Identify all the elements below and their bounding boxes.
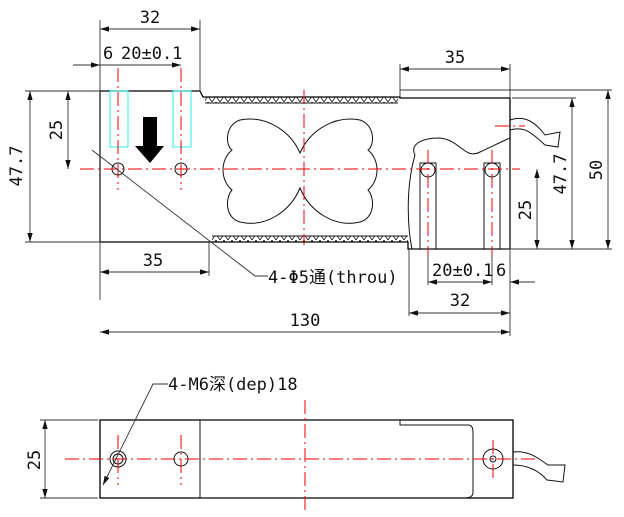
dim-hole-offset: 6 — [103, 44, 113, 64]
dim-right-height: 47.7 — [551, 154, 571, 195]
dim-right-width: 32 — [450, 291, 470, 311]
cable-gland-inner — [489, 455, 497, 463]
bending-beam-cutout — [222, 118, 378, 224]
bottom-view: 4-M6深(dep)18 25 — [25, 375, 566, 510]
dim-top-width: 32 — [140, 8, 160, 28]
dim-right-pitch: 20±0.1 — [432, 261, 493, 281]
knurl-region — [199, 419, 474, 499]
knurl-strip-top — [205, 97, 398, 103]
hidden-thread-2 — [172, 90, 192, 148]
dim-left-height: 47.7 — [7, 146, 27, 187]
section-hatch — [407, 137, 511, 250]
load-direction-arrow-icon — [135, 117, 164, 163]
dim-right-offset: 6 — [496, 261, 506, 281]
hole-callout: 4-Φ5通(throu) — [268, 268, 398, 288]
body-outline — [99, 90, 511, 250]
cable — [509, 117, 561, 148]
thread-callout: 4-M6深(dep)18 — [168, 375, 298, 395]
dim-bottom-width: 25 — [25, 450, 45, 470]
cable-bottom — [512, 451, 566, 483]
dim-hole-pitch: 20±0.1 — [121, 44, 182, 64]
knurl-strip-bottom — [212, 236, 408, 242]
thread-callout-leader — [102, 383, 168, 486]
dim-total-length: 130 — [290, 311, 321, 331]
hidden-thread-1 — [109, 90, 129, 148]
dim-left-25: 25 — [47, 120, 67, 140]
dim-top-right: 35 — [445, 48, 465, 68]
top-view: 32 6 20±0.1 47.7 25 35 4-Φ5通(throu) 130 … — [7, 8, 612, 336]
dim-overall-height: 50 — [587, 160, 607, 180]
dim-right-25: 25 — [516, 200, 536, 220]
dim-bottom-left: 35 — [143, 251, 163, 271]
hole-callout-leader — [91, 149, 268, 277]
